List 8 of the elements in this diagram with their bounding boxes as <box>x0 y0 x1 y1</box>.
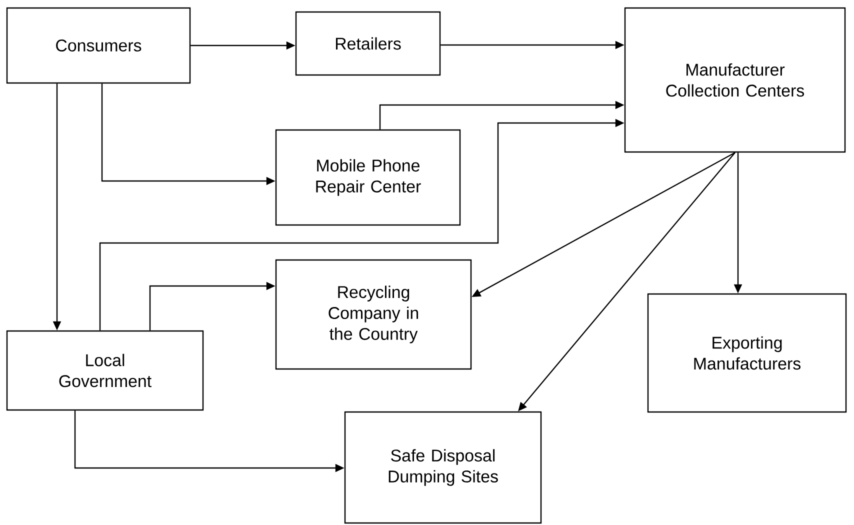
process-box: Safe Disposal Dumping Sites <box>344 411 542 524</box>
process-box: Retailers <box>295 11 441 76</box>
process-box: Local Government <box>6 330 204 411</box>
process-box: Recycling Company in the Country <box>275 259 472 370</box>
process-box: Mobile Phone Repair Center <box>275 129 461 226</box>
process-box: Manufacturer Collection Centers <box>624 7 846 153</box>
process-box: Consumers <box>6 7 191 84</box>
process-box: Exporting Manufacturers <box>647 293 847 413</box>
